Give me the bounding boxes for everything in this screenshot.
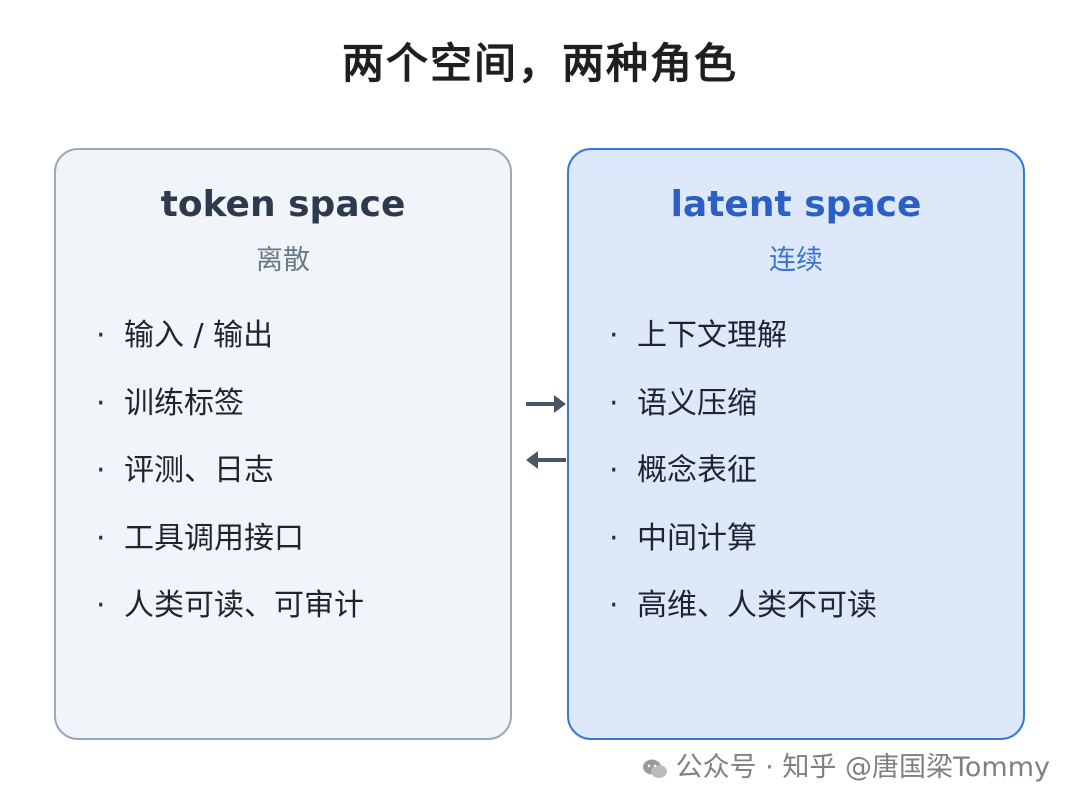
latent-space-item-list: · 上下文理解 · 语义压缩 · 概念表征 · 中间计算 · 高维、人类不可读 [609, 312, 877, 650]
watermark: 公众号 · 知乎 @唐国梁Tommy [642, 745, 1050, 784]
list-item: · 输入 / 输出 [96, 312, 364, 380]
list-item: · 中间计算 [609, 515, 877, 583]
latent-space-subtitle: 连续 [769, 245, 823, 276]
list-item-text: 训练标签 [124, 385, 244, 421]
list-item-text: 高维、人类不可读 [637, 588, 877, 623]
list-item: · 工具调用接口 [96, 515, 364, 583]
arrow-right-icon [526, 395, 566, 413]
list-item-text: 上下文理解 [637, 318, 787, 353]
list-item: · 高维、人类不可读 [609, 582, 877, 650]
list-item-text: 人类可读、可审计 [124, 588, 364, 623]
token-space-item-list: · 输入 / 输出 · 训练标签 · 评测、日志 · 工具调用接口 · 人类可读、可审计 [96, 312, 364, 650]
list-item-text: 概念表征 [637, 453, 757, 488]
list-item: · 人类可读、可审计 [96, 582, 364, 650]
wechat-icon [642, 759, 667, 778]
list-item-text: 评测、日志 [124, 453, 274, 488]
list-item-text: 输入 / 输出 [124, 318, 274, 353]
token-space-title: token space [160, 184, 406, 225]
list-item-text: 语义压缩 [637, 385, 757, 421]
page-title: 两个空间，两种角色 [341, 39, 738, 88]
bidirectional-arrows [526, 395, 566, 469]
list-item: · 语义压缩 [609, 380, 877, 448]
list-item: · 训练标签 [96, 380, 364, 448]
list-item-text: 中间计算 [637, 520, 757, 556]
bullet-icon: · [609, 318, 619, 353]
arrow-left-icon [526, 451, 566, 469]
bullet-icon: · [96, 588, 106, 623]
bullet-icon: · [609, 453, 619, 488]
watermark-text: 公众号 · 知乎 @唐国梁Tommy [675, 752, 1050, 783]
list-item: · 概念表征 [609, 447, 877, 515]
list-item: · 评测、日志 [96, 447, 364, 515]
bullet-icon: · [96, 318, 106, 353]
bullet-icon: · [609, 588, 619, 623]
latent-space-title: latent space [670, 184, 922, 225]
bullet-icon: · [609, 520, 619, 556]
bullet-icon: · [96, 453, 106, 488]
list-item: · 上下文理解 [609, 312, 877, 380]
token-space-subtitle: 离散 [256, 245, 310, 276]
bullet-icon: · [609, 385, 619, 421]
latent-space-panel: latent space 连续 · 上下文理解 · 语义压缩 · 概念表征 · 中间计算… [567, 148, 1025, 740]
token-space-panel: token space 离散 · 输入 / 输出 · 训练标签 · 评测、日志 · 工具… [54, 148, 512, 740]
bullet-icon: · [96, 520, 106, 556]
list-item-text: 工具调用接口 [124, 520, 304, 556]
bullet-icon: · [96, 385, 106, 421]
